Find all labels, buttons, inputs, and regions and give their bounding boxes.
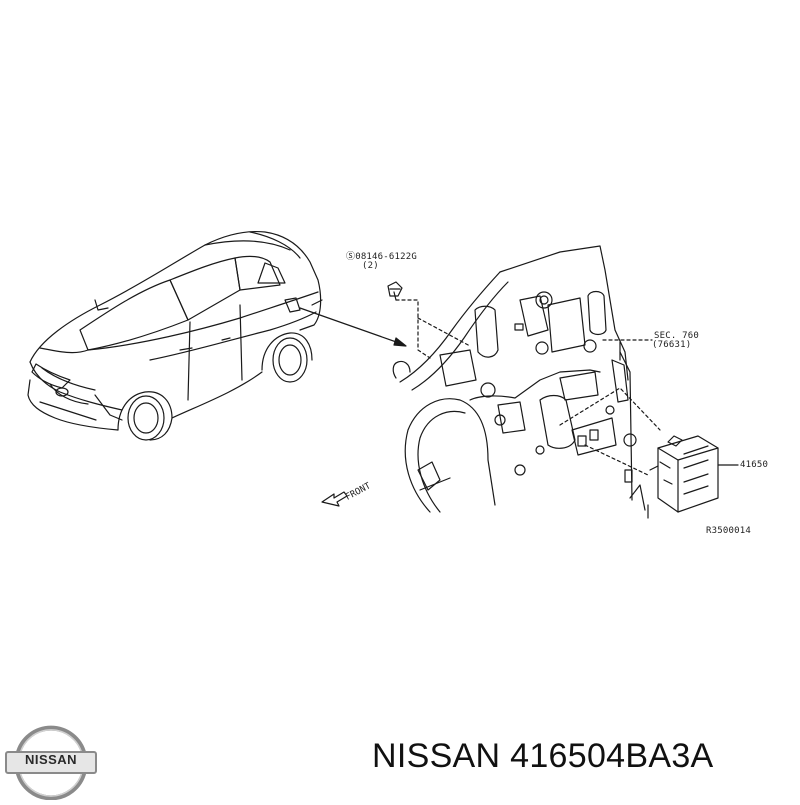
part-caption: NISSAN 416504BA3A: [372, 737, 714, 775]
bolt-part-number: Ⓢ08146-6122G: [346, 252, 418, 262]
section-sub-reference: (76631): [652, 340, 692, 350]
module-part-number: 41650: [740, 460, 769, 470]
section-reference: SEC. 760: [654, 331, 699, 341]
logo-text: NISSAN: [24, 752, 78, 767]
vehicle-outline: [27, 230, 323, 441]
nissan-logo: NISSAN: [4, 724, 98, 801]
body-panel-detail: [387, 245, 739, 519]
front-arrow: [321, 491, 348, 507]
leader-arrow: [299, 307, 407, 347]
logo-emblem-icon: [5, 725, 97, 801]
bolt-quantity: (2): [362, 261, 379, 271]
drawing-id: R3500014: [706, 526, 751, 536]
